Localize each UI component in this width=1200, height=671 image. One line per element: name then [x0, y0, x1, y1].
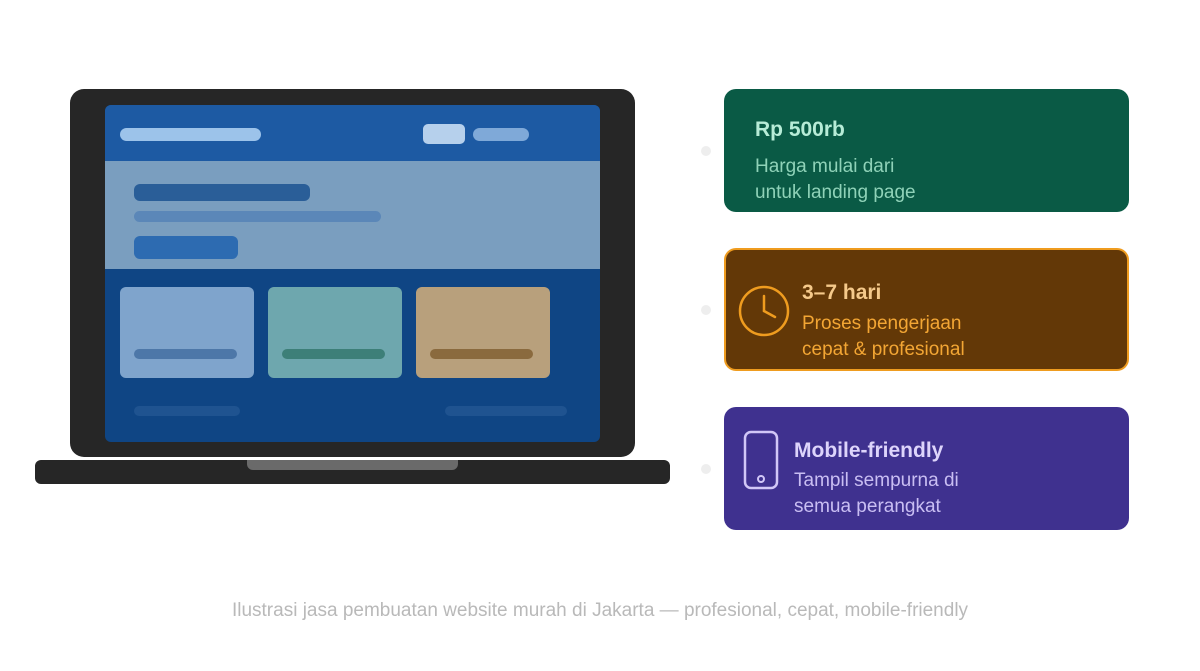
laptop-lid — [70, 89, 635, 457]
feature-card-price: Rp 500rb Harga mulai dari untuk landing … — [724, 89, 1129, 212]
mock-hero-subtitle — [134, 211, 381, 222]
mock-logo-placeholder — [120, 128, 261, 141]
connector-dot — [701, 464, 711, 474]
feature-description-line: Proses pengerjaan — [802, 313, 962, 334]
feature-title: 3–7 hari — [802, 281, 882, 304]
mock-hero-section — [105, 161, 600, 269]
feature-description-line: untuk landing page — [755, 182, 916, 203]
smartphone-icon — [743, 430, 779, 490]
laptop-hinge — [247, 460, 458, 470]
mock-website-header — [105, 105, 600, 161]
clock-icon — [738, 285, 790, 337]
feature-description-line: Harga mulai dari — [755, 156, 895, 177]
mock-nav-button — [423, 124, 465, 144]
feature-description: Harga mulai dari untuk landing page — [755, 154, 916, 206]
feature-title: Mobile-friendly — [794, 439, 944, 462]
feature-description: Tampil sempurna di semua perangkat — [794, 468, 959, 520]
mock-card-teal — [268, 287, 402, 378]
mock-hero-title — [134, 184, 310, 201]
laptop-screen — [105, 105, 600, 442]
mock-card-tan — [416, 287, 550, 378]
mock-nav-link — [473, 128, 529, 141]
feature-description-line: cepat & profesional — [802, 339, 965, 360]
connector-dot — [701, 146, 711, 156]
feature-card-time: 3–7 hari Proses pengerjaan cepat & profe… — [724, 248, 1129, 371]
laptop-base — [35, 460, 670, 484]
mock-footer-right — [445, 406, 567, 416]
connector-dot — [701, 305, 711, 315]
feature-title: Rp 500rb — [755, 118, 845, 141]
mock-card-blue — [120, 287, 254, 378]
feature-description-line: Tampil sempurna di — [794, 470, 959, 491]
mock-footer-left — [134, 406, 240, 416]
image-caption: Ilustrasi jasa pembuatan website murah d… — [231, 600, 969, 621]
feature-card-mobile: Mobile-friendly Tampil sempurna di semua… — [724, 407, 1129, 530]
feature-description: Proses pengerjaan cepat & profesional — [802, 311, 965, 363]
mock-hero-cta — [134, 236, 238, 259]
feature-description-line: semua perangkat — [794, 496, 941, 517]
